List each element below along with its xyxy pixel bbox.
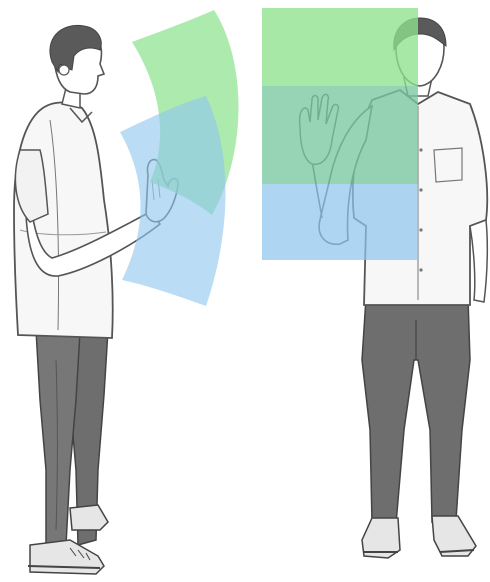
front-middle-zone <box>262 86 418 184</box>
front-view-pants <box>362 298 470 524</box>
side-lower-zone <box>120 96 226 306</box>
side-view-figure <box>14 25 178 574</box>
side-view-zones <box>120 10 239 306</box>
front-view-zones <box>262 8 418 260</box>
side-view-head <box>50 25 104 108</box>
front-view-shoes <box>362 516 476 558</box>
front-upper-zone <box>262 8 418 86</box>
front-lower-zone <box>262 184 418 260</box>
